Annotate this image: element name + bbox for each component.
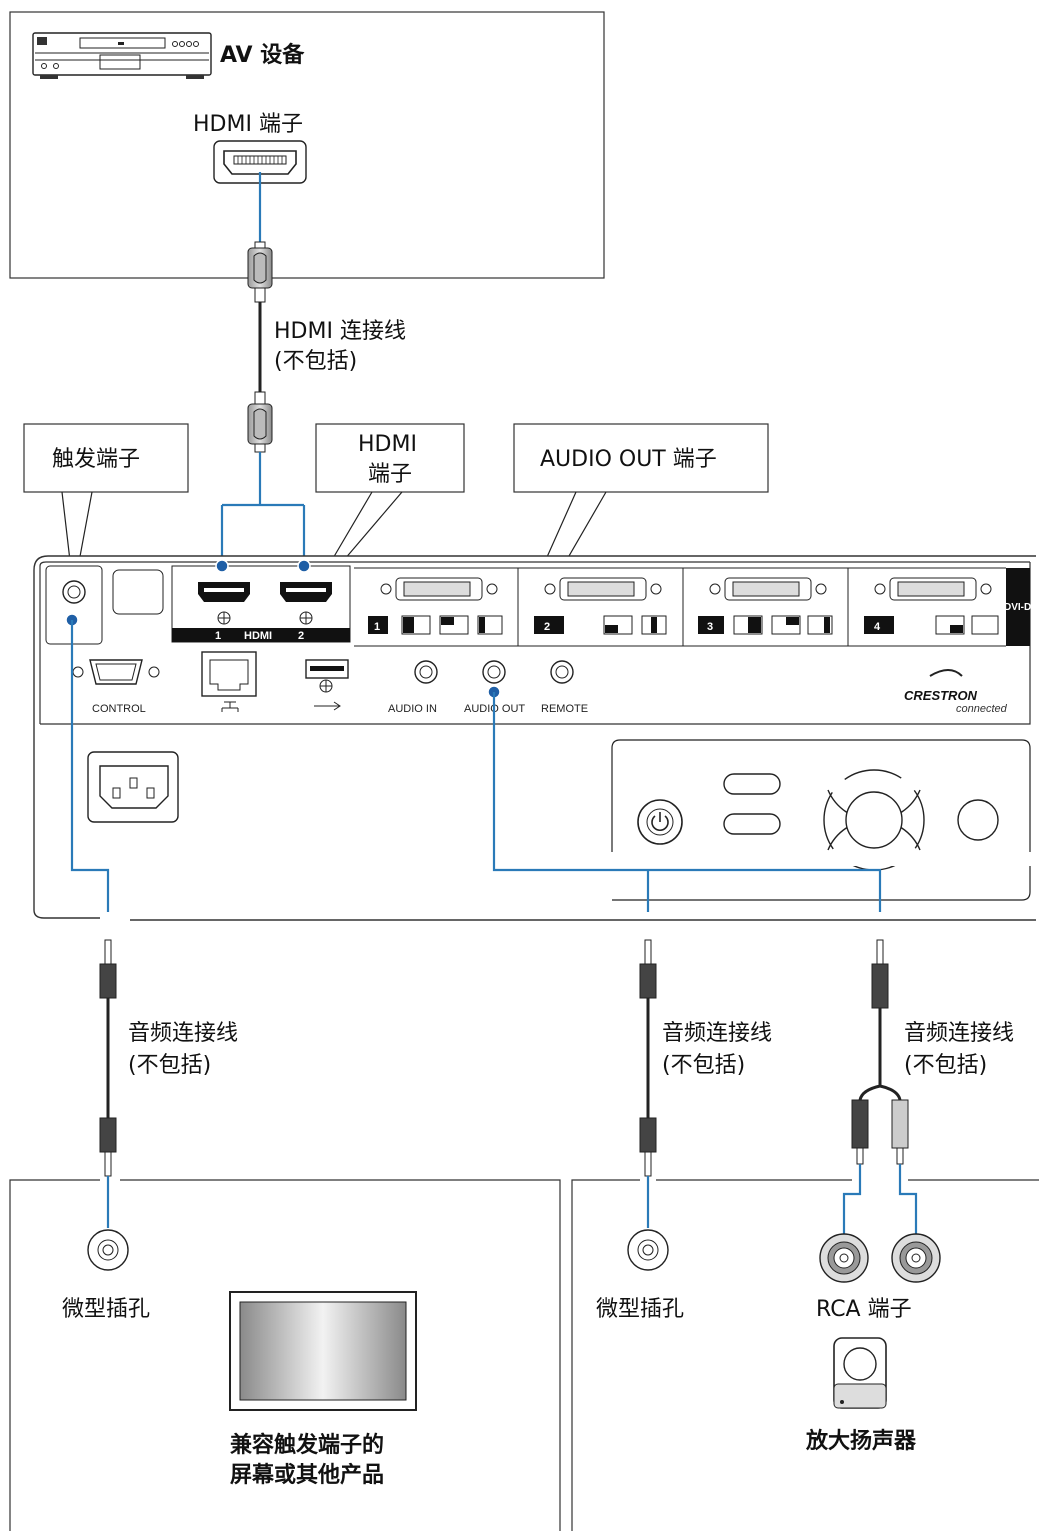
mini-plug-icon bbox=[639, 1117, 657, 1177]
ac-inlet-icon bbox=[87, 751, 179, 823]
hdmi-port-icon bbox=[280, 582, 332, 625]
dvi-number-1: 1 bbox=[374, 621, 380, 633]
dvi-port-icon bbox=[368, 577, 503, 635]
mini-plug-icon bbox=[99, 939, 117, 999]
audio-out-wire bbox=[492, 692, 882, 912]
crestron-logo: CRESTRON connected bbox=[904, 669, 1008, 715]
dvi-port-icon bbox=[864, 577, 999, 635]
hdmi-port-icon bbox=[213, 140, 307, 184]
rca-jack-icon bbox=[891, 1233, 941, 1283]
callout-hdmi-text-2: 端子 bbox=[368, 462, 412, 487]
callout-audio-out-text: AUDIO OUT 端子 bbox=[540, 447, 717, 472]
right-device-title: 放大扬声器 bbox=[805, 1428, 917, 1454]
split-cable bbox=[858, 1008, 902, 1101]
dvi-port-icon bbox=[534, 577, 667, 635]
av-player-icon bbox=[32, 32, 212, 79]
menu-button-icon bbox=[957, 799, 999, 841]
dvi-number-4: 4 bbox=[874, 621, 881, 633]
rca-jack-icon bbox=[819, 1233, 869, 1283]
mini-jack-icon bbox=[87, 1229, 129, 1271]
rca-plug-icon bbox=[851, 1099, 869, 1165]
audio-in-label: AUDIO IN bbox=[388, 703, 437, 715]
middle-audio-cable-label-2: (不包括) bbox=[662, 1053, 745, 1078]
brand-line-2: connected bbox=[956, 703, 1008, 715]
speaker-icon bbox=[833, 1337, 887, 1409]
navigation-pad-icon bbox=[823, 769, 925, 871]
dvi-number-2: 2 bbox=[544, 621, 550, 633]
power-icon bbox=[637, 799, 683, 845]
hdmi2-dot bbox=[297, 559, 311, 573]
hdmi-bar-text: HDMI bbox=[244, 630, 272, 642]
hdmi-plug-icon bbox=[247, 241, 273, 303]
usb-port-icon bbox=[305, 659, 349, 711]
hdmi-num-2: 2 bbox=[298, 630, 304, 642]
rca-right-wire bbox=[898, 1164, 918, 1236]
mini-jack-icon bbox=[627, 1229, 669, 1271]
lan-port-icon bbox=[201, 651, 257, 712]
audio-in-jack-icon bbox=[414, 660, 438, 684]
left-device-title-2: 屏幕或其他产品 bbox=[230, 1462, 384, 1488]
display-screen-icon bbox=[229, 1291, 417, 1411]
rca-label: RCA 端子 bbox=[816, 1297, 912, 1322]
remote-label: REMOTE bbox=[541, 703, 588, 715]
av-device-title: AV 设备 bbox=[220, 42, 305, 68]
dvi-label: DVI-D bbox=[1004, 602, 1031, 613]
hdmi-plug-icon bbox=[247, 391, 273, 453]
hdmi-cable-label-2: (不包括) bbox=[274, 349, 357, 374]
right-device-frame bbox=[571, 1179, 1039, 1531]
hdmi-num-1: 1 bbox=[215, 630, 221, 642]
callout-hdmi-text-1: HDMI bbox=[358, 432, 417, 457]
callout-hdmi-leader bbox=[331, 491, 403, 561]
left-audio-cable-label-2: (不包括) bbox=[128, 1053, 211, 1078]
callout-trigger bbox=[23, 423, 189, 493]
trigger-jack-icon bbox=[62, 580, 86, 604]
left-device-frame bbox=[9, 1179, 561, 1531]
callout-trigger-text: 触发端子 bbox=[52, 447, 140, 472]
audio-out-jack-icon bbox=[482, 660, 506, 684]
rca-left-wire bbox=[842, 1164, 862, 1236]
brand-line-1: CRESTRON bbox=[904, 688, 978, 703]
hdmi-cable-label-1: HDMI 连接线 bbox=[274, 319, 406, 344]
rca-plug-icon bbox=[891, 1099, 909, 1165]
right-jack-label: 微型插孔 bbox=[596, 1297, 684, 1322]
right-audio-cable-label-2: (不包括) bbox=[904, 1053, 987, 1078]
middle-audio-cable-label-1: 音频连接线 bbox=[662, 1021, 772, 1046]
callout-audio-out bbox=[513, 423, 769, 493]
callout-hdmi bbox=[315, 423, 465, 493]
hdmi-wire-split bbox=[220, 452, 306, 565]
left-jack-label: 微型插孔 bbox=[62, 1297, 150, 1322]
left-audio-cable-label-1: 音频连接线 bbox=[128, 1021, 238, 1046]
hdmi1-dot bbox=[215, 559, 229, 573]
trigger-wire bbox=[70, 620, 110, 912]
control-label: CONTROL bbox=[92, 703, 146, 715]
remote-jack-icon bbox=[550, 660, 574, 684]
right-audio-cable-label-1: 音频连接线 bbox=[904, 1021, 1014, 1046]
mini-plug-icon bbox=[871, 939, 889, 1009]
hdmi-port-icon bbox=[198, 582, 250, 625]
dvi-port-icon bbox=[698, 577, 833, 635]
left-device-title-1: 兼容触发端子的 bbox=[230, 1432, 384, 1458]
av-hdmi-port-label: HDMI 端子 bbox=[193, 112, 303, 137]
dvi-number-3: 3 bbox=[707, 621, 713, 633]
mini-plug-icon bbox=[99, 1117, 117, 1177]
projector-rear-panel: 1 HDMI 2 DVI-D bbox=[33, 555, 1036, 921]
mini-plug-icon bbox=[639, 939, 657, 999]
